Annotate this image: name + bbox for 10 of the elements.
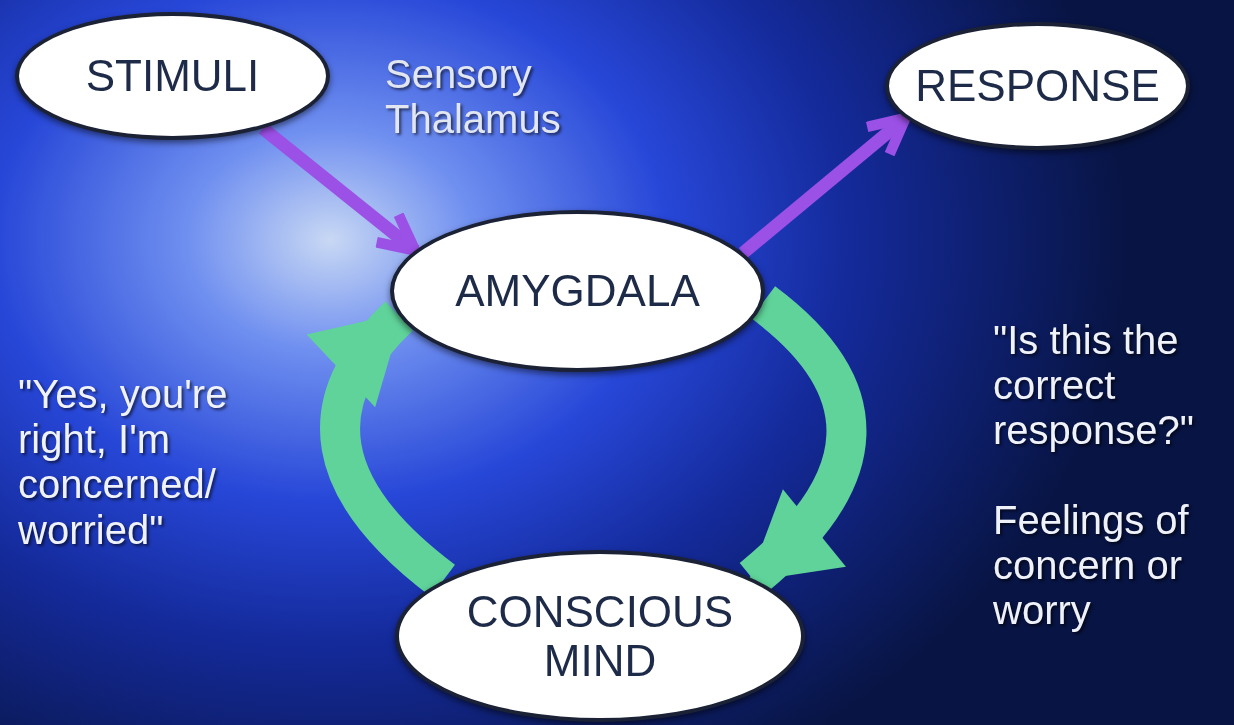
quote-text: Feelings of concern or worry — [993, 498, 1190, 634]
arrow — [738, 112, 911, 258]
region-label: Sensory Thalamus — [385, 52, 562, 143]
quote-text: "Yes, you're right, I'm concerned/ worried" — [18, 372, 229, 553]
arrow — [258, 123, 421, 256]
node-label: STIMULI — [85, 51, 260, 101]
node-label: RESPONSE — [915, 61, 1160, 111]
node-label: CONSCIOUS MIND — [465, 586, 735, 686]
node-label: AMYGDALA — [455, 266, 700, 316]
quote-text: "Is this the correct response?" — [993, 318, 1195, 454]
